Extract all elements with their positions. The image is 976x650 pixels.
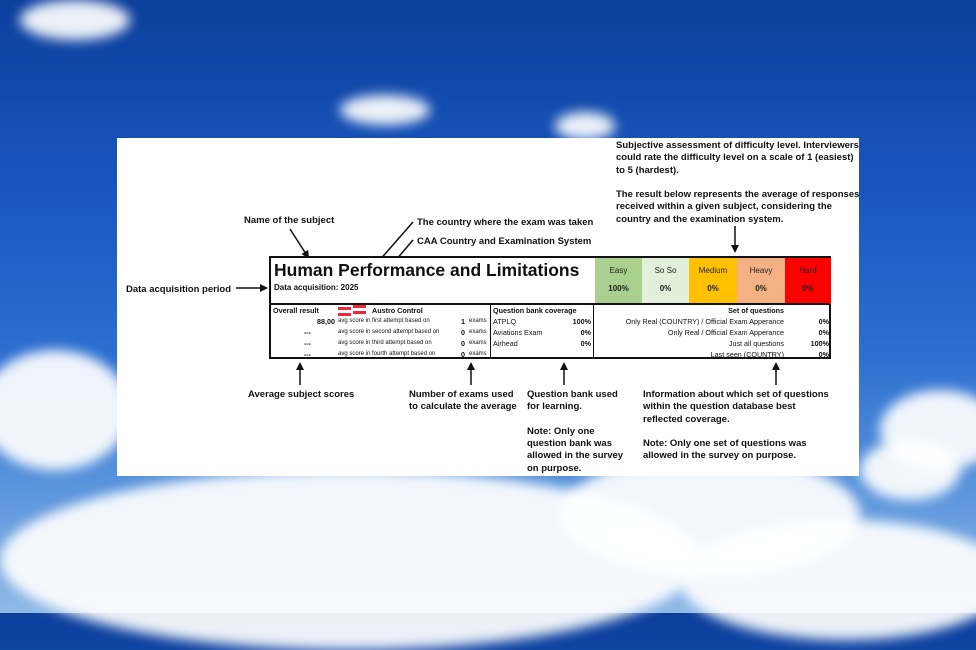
sets-annotation-text-1: Information about which set of questions…: [643, 389, 829, 425]
difficulty-easy: Easy 100%: [595, 258, 642, 304]
qbank-annotation: Question bank used for learning. Note: O…: [527, 389, 627, 475]
difficulty-label: Hard: [799, 266, 817, 275]
set-name: Just all questions: [728, 339, 784, 348]
data-acquisition: Data acquisition: 2025: [274, 283, 359, 292]
sets-annotation-text-2: Note: Only one set of questions was allo…: [643, 438, 807, 462]
country-annotation: The country where the exam was taken: [417, 217, 594, 228]
qbank-value: 100%: [572, 317, 591, 326]
divider: [593, 304, 594, 359]
data-period-annotation: Data acquisition period: [126, 284, 232, 295]
result-desc: avg score in second attempt based on: [338, 329, 440, 335]
qbank-value: 0%: [580, 328, 591, 337]
qbank-header: Question bank coverage: [493, 306, 577, 315]
set-name: Last seen (COUNTRY): [710, 350, 784, 359]
cloud: [20, 0, 130, 40]
arrow-subject-name: [289, 228, 310, 259]
set-name: Only Real (COUNTRY) / Official Exam Appe…: [625, 317, 784, 326]
difficulty-value: 0%: [659, 284, 672, 293]
difficulty-label: Easy: [609, 266, 628, 275]
cloud: [0, 350, 130, 470]
cloud: [860, 440, 960, 500]
difficulty-label: Medium: [698, 266, 728, 275]
difficulty-value: 0%: [707, 284, 719, 293]
divider: [271, 303, 829, 305]
difficulty-value: 100%: [608, 284, 629, 293]
difficulty-heavy: Heavy 0%: [737, 258, 785, 304]
result-count: 0: [461, 339, 465, 348]
difficulty-label: So So: [654, 266, 677, 275]
caa-name: Austro Control: [372, 306, 423, 315]
cloud: [340, 95, 430, 125]
set-value: 0%: [818, 328, 829, 337]
difficulty-annotation-text-1: Subjective assessment of difficulty leve…: [616, 140, 859, 176]
difficulty-label: Heavy: [749, 266, 773, 275]
subject-title: Human Performance and Limitations: [274, 260, 580, 280]
sets-annotation: Information about which set of questions…: [643, 389, 833, 463]
austria-flag-icon: [338, 307, 351, 316]
result-unit: exams: [469, 318, 487, 324]
qbank-name: ATPLQ: [493, 317, 517, 326]
austria-flag-icon: [353, 305, 366, 314]
difficulty-annotation-text-2: The result below represents the average …: [616, 189, 860, 225]
subject-name-annotation: Name of the subject: [244, 215, 335, 226]
result-score: ---: [303, 339, 311, 348]
num-exams-annotation: Number of exams used to calculate the av…: [409, 389, 517, 413]
difficulty-value: 0%: [755, 284, 767, 293]
qbank-annotation-text-2: Note: Only one question bank was allowed…: [527, 425, 624, 474]
qbank-value: 0%: [580, 339, 591, 348]
difficulty-annotation: Subjective assessment of difficulty leve…: [616, 140, 860, 226]
sets-header: Set of questions: [728, 306, 784, 315]
subject-card: Human Performance and Limitations Data a…: [269, 256, 831, 359]
overall-result-header: Overall result: [273, 306, 319, 315]
qbank-name: Aviations Exam: [493, 328, 543, 337]
set-name: Only Real / Official Exam Apperance: [667, 328, 784, 337]
difficulty-hard: Hard 0%: [785, 258, 831, 304]
qbank-annotation-text-1: Question bank used for learning.: [527, 389, 618, 413]
difficulty-medium: Medium 0%: [689, 258, 737, 304]
result-count: 0: [461, 350, 465, 359]
set-value: 100%: [810, 339, 829, 348]
avg-scores-annotation: Average subject scores: [248, 389, 355, 400]
qbank-name: Airhead: [493, 339, 518, 348]
result-count: 1: [461, 317, 465, 326]
set-value: 0%: [818, 317, 829, 326]
result-score: ---: [303, 328, 311, 337]
caa-annotation: CAA Country and Examination System: [417, 236, 592, 247]
difficulty-so-so: So So 0%: [642, 258, 689, 304]
difficulty-value: 0%: [802, 284, 814, 293]
result-score: ---: [303, 350, 311, 359]
divider: [490, 304, 491, 359]
result-count: 0: [461, 328, 465, 337]
result-desc: avg score in fourth attempt based on: [338, 351, 436, 357]
result-unit: exams: [469, 351, 487, 357]
set-value: 0%: [818, 350, 829, 359]
result-unit: exams: [469, 340, 487, 346]
result-score: 88,00: [317, 317, 335, 326]
result-desc: avg score in third attempt based on: [338, 340, 432, 346]
result-unit: exams: [469, 329, 487, 335]
cloud: [555, 112, 615, 140]
result-desc: avg score in first attempt based on: [338, 318, 430, 324]
